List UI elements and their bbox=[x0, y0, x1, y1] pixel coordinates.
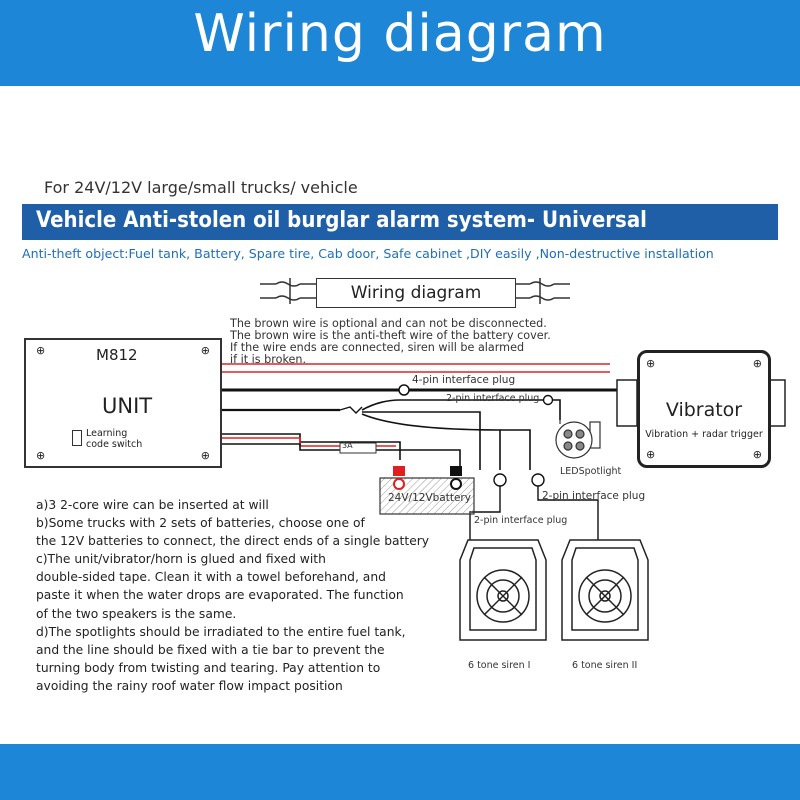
note-line-2: The brown wire is the anti-theft wire of… bbox=[230, 329, 551, 342]
plug2-top-label: 2-pin interface plug bbox=[446, 393, 540, 404]
battery-label: 24V/12Vbattery bbox=[388, 492, 471, 504]
plug2-right-connector-icon bbox=[531, 473, 545, 487]
vibrator-subtitle: Vibration + radar trigger bbox=[645, 429, 763, 440]
led-label: LEDSpotlight bbox=[560, 466, 622, 477]
screw-icon: ⊕ bbox=[200, 344, 210, 357]
unit-model: M812 bbox=[96, 346, 138, 364]
vehicle-subheading: For 24V/12V large/small trucks/ vehicle bbox=[44, 178, 358, 197]
instruction-line: b)Some trucks with 2 sets of batteries, … bbox=[36, 516, 365, 531]
unit-name: UNIT bbox=[102, 394, 153, 418]
screw-icon: ⊕ bbox=[36, 449, 46, 462]
instruction-line: c)The unit/vibrator/horn is glued and fi… bbox=[36, 552, 326, 567]
led-spotlight-icon bbox=[555, 420, 601, 459]
screw-icon: ⊕ bbox=[752, 357, 762, 370]
screw-icon: ⊕ bbox=[646, 448, 656, 461]
m812-unit: ⊕ ⊕ ⊕ ⊕ M812 UNIT Learning code switch bbox=[24, 338, 222, 468]
fuse-label: 3A bbox=[342, 441, 353, 450]
siren-1-label: 6 tone siren I bbox=[468, 660, 531, 671]
header-bar: Wiring diagram bbox=[0, 0, 800, 86]
instruction-line: and the line should be fixed with a tie … bbox=[36, 642, 385, 657]
screw-icon: ⊕ bbox=[752, 448, 762, 461]
siren-2-icon bbox=[561, 539, 649, 641]
instruction-line: d)The spotlights should be irradiated to… bbox=[36, 624, 406, 639]
plug2-left-label: 2-pin interface plug bbox=[474, 515, 568, 526]
page-title: Wiring diagram bbox=[193, 4, 607, 64]
plug4-connector-icon bbox=[398, 384, 410, 396]
footer-bar bbox=[0, 744, 800, 800]
cable-end-left-icon bbox=[260, 278, 316, 304]
screw-icon: ⊕ bbox=[200, 449, 210, 462]
banner-text: Vehicle Anti-stolen oil burglar alarm sy… bbox=[36, 208, 647, 233]
siren-2-label: 6 tone siren II bbox=[572, 660, 638, 671]
battery-icon bbox=[379, 466, 475, 515]
product-banner: Vehicle Anti-stolen oil burglar alarm sy… bbox=[22, 204, 778, 240]
plug2-right-label: 2-pin interface plug bbox=[542, 490, 646, 502]
instruction-line: the 12V batteries to connect, the direct… bbox=[36, 534, 430, 549]
plug4-label: 4-pin interface plug bbox=[412, 374, 516, 386]
screw-icon: ⊕ bbox=[646, 357, 656, 370]
instruction-line: a)3 2-core wire can be inserted at will bbox=[36, 498, 269, 512]
instruction-line: avoiding the rainy roof water flow impac… bbox=[36, 678, 343, 693]
note-line-1: The brown wire is optional and can not b… bbox=[230, 317, 547, 330]
anti-theft-objects: Anti-theft object:Fuel tank, Battery, Sp… bbox=[22, 246, 714, 261]
learning-switch-label: Learning code switch bbox=[86, 428, 143, 450]
vibrator-name: Vibrator bbox=[665, 399, 743, 421]
note-line-3: If the wire ends are connected, siren wi… bbox=[230, 341, 525, 354]
siren-1-icon bbox=[459, 539, 547, 641]
note-line-4: if it is broken. bbox=[230, 353, 307, 366]
instructions: a)3 2-core wire can be inserted at will … bbox=[36, 496, 429, 695]
fuse bbox=[339, 442, 377, 454]
plug2-top-connector-icon bbox=[542, 394, 554, 406]
screw-icon: ⊕ bbox=[36, 344, 46, 357]
instruction-line: double-sided tape. Clean it with a towel… bbox=[36, 570, 386, 585]
instruction-line: paste it when the water drops are evapor… bbox=[36, 588, 404, 603]
switch-icon bbox=[72, 430, 82, 446]
instruction-line: turning body from twisting and tearing. … bbox=[36, 660, 381, 675]
wiring-diagram-box: Wiring diagram bbox=[316, 278, 516, 308]
plug2-left-connector-icon bbox=[493, 473, 507, 487]
vibrator-box: ⊕ ⊕ ⊕ ⊕ Vibrator Vibration + radar trigg… bbox=[637, 350, 771, 468]
vibrator-bracket-left bbox=[616, 379, 638, 427]
cable-end-right-icon bbox=[514, 278, 570, 304]
instruction-line: of the two speakers is the same. bbox=[36, 606, 237, 621]
